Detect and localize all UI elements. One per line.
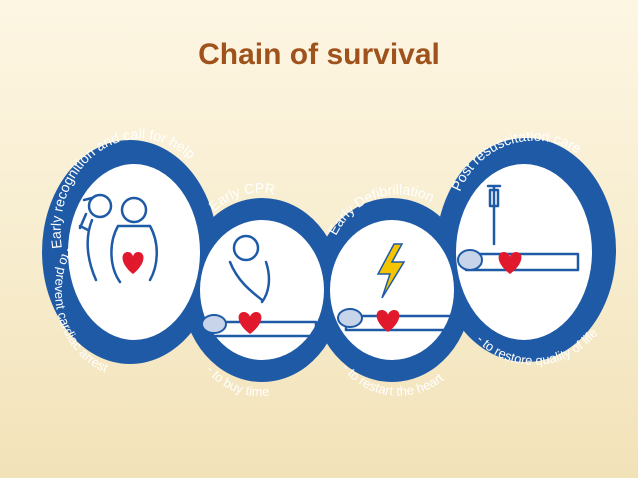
page-title: Chain of survival: [198, 38, 440, 71]
caller-body: [86, 218, 98, 282]
iv-stand-icon: [486, 184, 502, 246]
ring-3-inner: [330, 220, 454, 360]
rescuer-head: [232, 234, 260, 262]
caller-illustration: [78, 193, 158, 284]
ring-2-inner: [200, 220, 324, 360]
caller-head: [87, 193, 113, 219]
patient-head: [337, 308, 363, 328]
ring-4-inner: [456, 164, 592, 340]
lightning-icon: [376, 243, 406, 299]
phone-icon: [78, 196, 94, 232]
patient-head: [201, 314, 227, 334]
heart-icon: [376, 310, 400, 332]
chain-rings: [42, 138, 616, 382]
victim-head: [120, 196, 148, 224]
heart-icon: [122, 252, 144, 274]
rescuer-body: [228, 260, 271, 304]
patient-head: [457, 249, 483, 271]
heart-icon: [498, 252, 522, 274]
heart-icon: [238, 312, 262, 334]
ring-1-inner: [68, 164, 200, 340]
victim-body: [110, 224, 158, 284]
